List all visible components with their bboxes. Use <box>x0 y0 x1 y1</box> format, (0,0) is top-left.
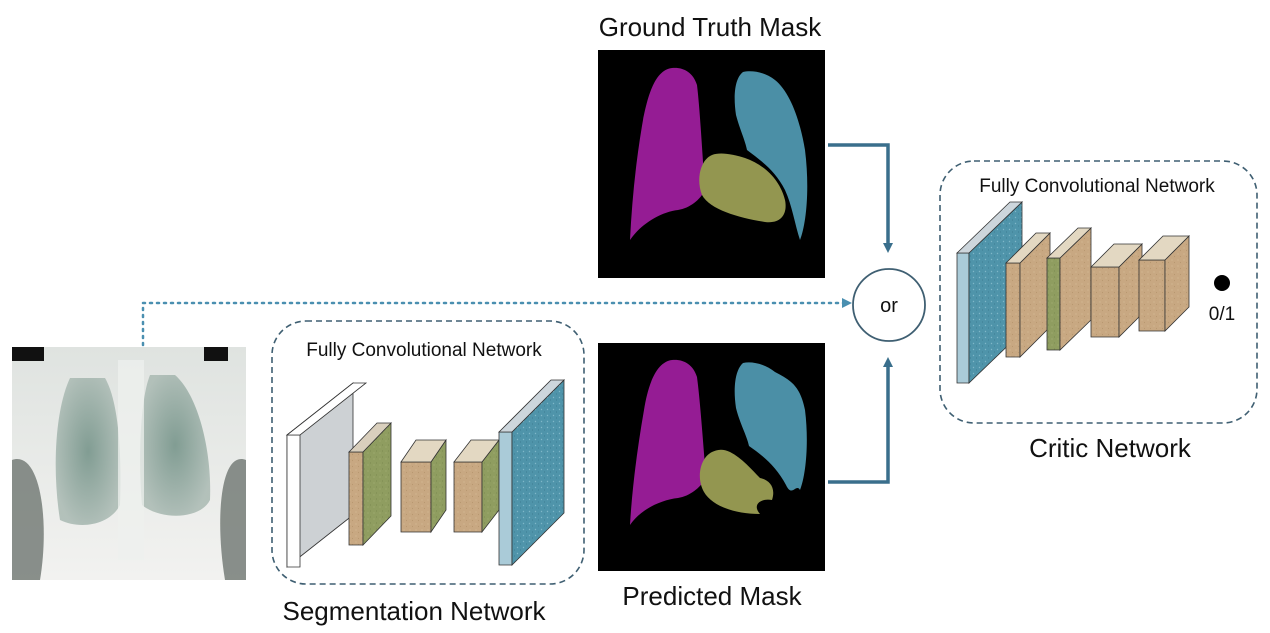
ground-truth-mask <box>598 50 825 278</box>
seg-block-3 <box>453 438 500 534</box>
segmentation-network-title: Segmentation Network <box>282 596 546 626</box>
critic-block-3 <box>1090 243 1143 338</box>
or-combiner: or <box>852 268 926 342</box>
pred-heart <box>699 449 774 514</box>
seg-output-layer <box>498 379 565 566</box>
arrow-ground-truth <box>828 143 893 253</box>
gt-left-lung <box>630 67 705 240</box>
critic-network-title: Critic Network <box>1029 433 1192 463</box>
critic-block-2 <box>1046 227 1092 351</box>
critic-inner-label: Fully Convolutional Network <box>979 176 1215 197</box>
critic-network-box: Fully Convolutional Network <box>939 160 1258 424</box>
gt-heart <box>699 153 786 223</box>
predicted-mask <box>598 343 825 571</box>
seg-block-1 <box>348 422 392 546</box>
seg-block-2 <box>400 438 447 534</box>
pred-right-lung <box>734 362 807 491</box>
predicted-mask-title: Predicted Mask <box>622 581 802 611</box>
ground-truth-title: Ground Truth Mask <box>599 12 823 42</box>
arrow-predicted <box>828 357 893 484</box>
pred-left-lung <box>630 359 706 525</box>
dotted-connector <box>141 298 852 347</box>
chest-xray-image <box>12 347 246 580</box>
critic-block-1 <box>1005 232 1051 358</box>
critic-output-label: 0/1 <box>1209 304 1235 325</box>
critic-block-4 <box>1138 235 1190 332</box>
gt-right-lung <box>734 71 808 240</box>
critic-output-dot <box>1214 275 1230 291</box>
segmentation-inner-label: Fully Convolutional Network <box>306 340 542 361</box>
segmentation-network-box: Fully Convolutional Network <box>271 320 585 585</box>
or-label: or <box>880 295 898 317</box>
seg-input-layer <box>285 382 368 568</box>
